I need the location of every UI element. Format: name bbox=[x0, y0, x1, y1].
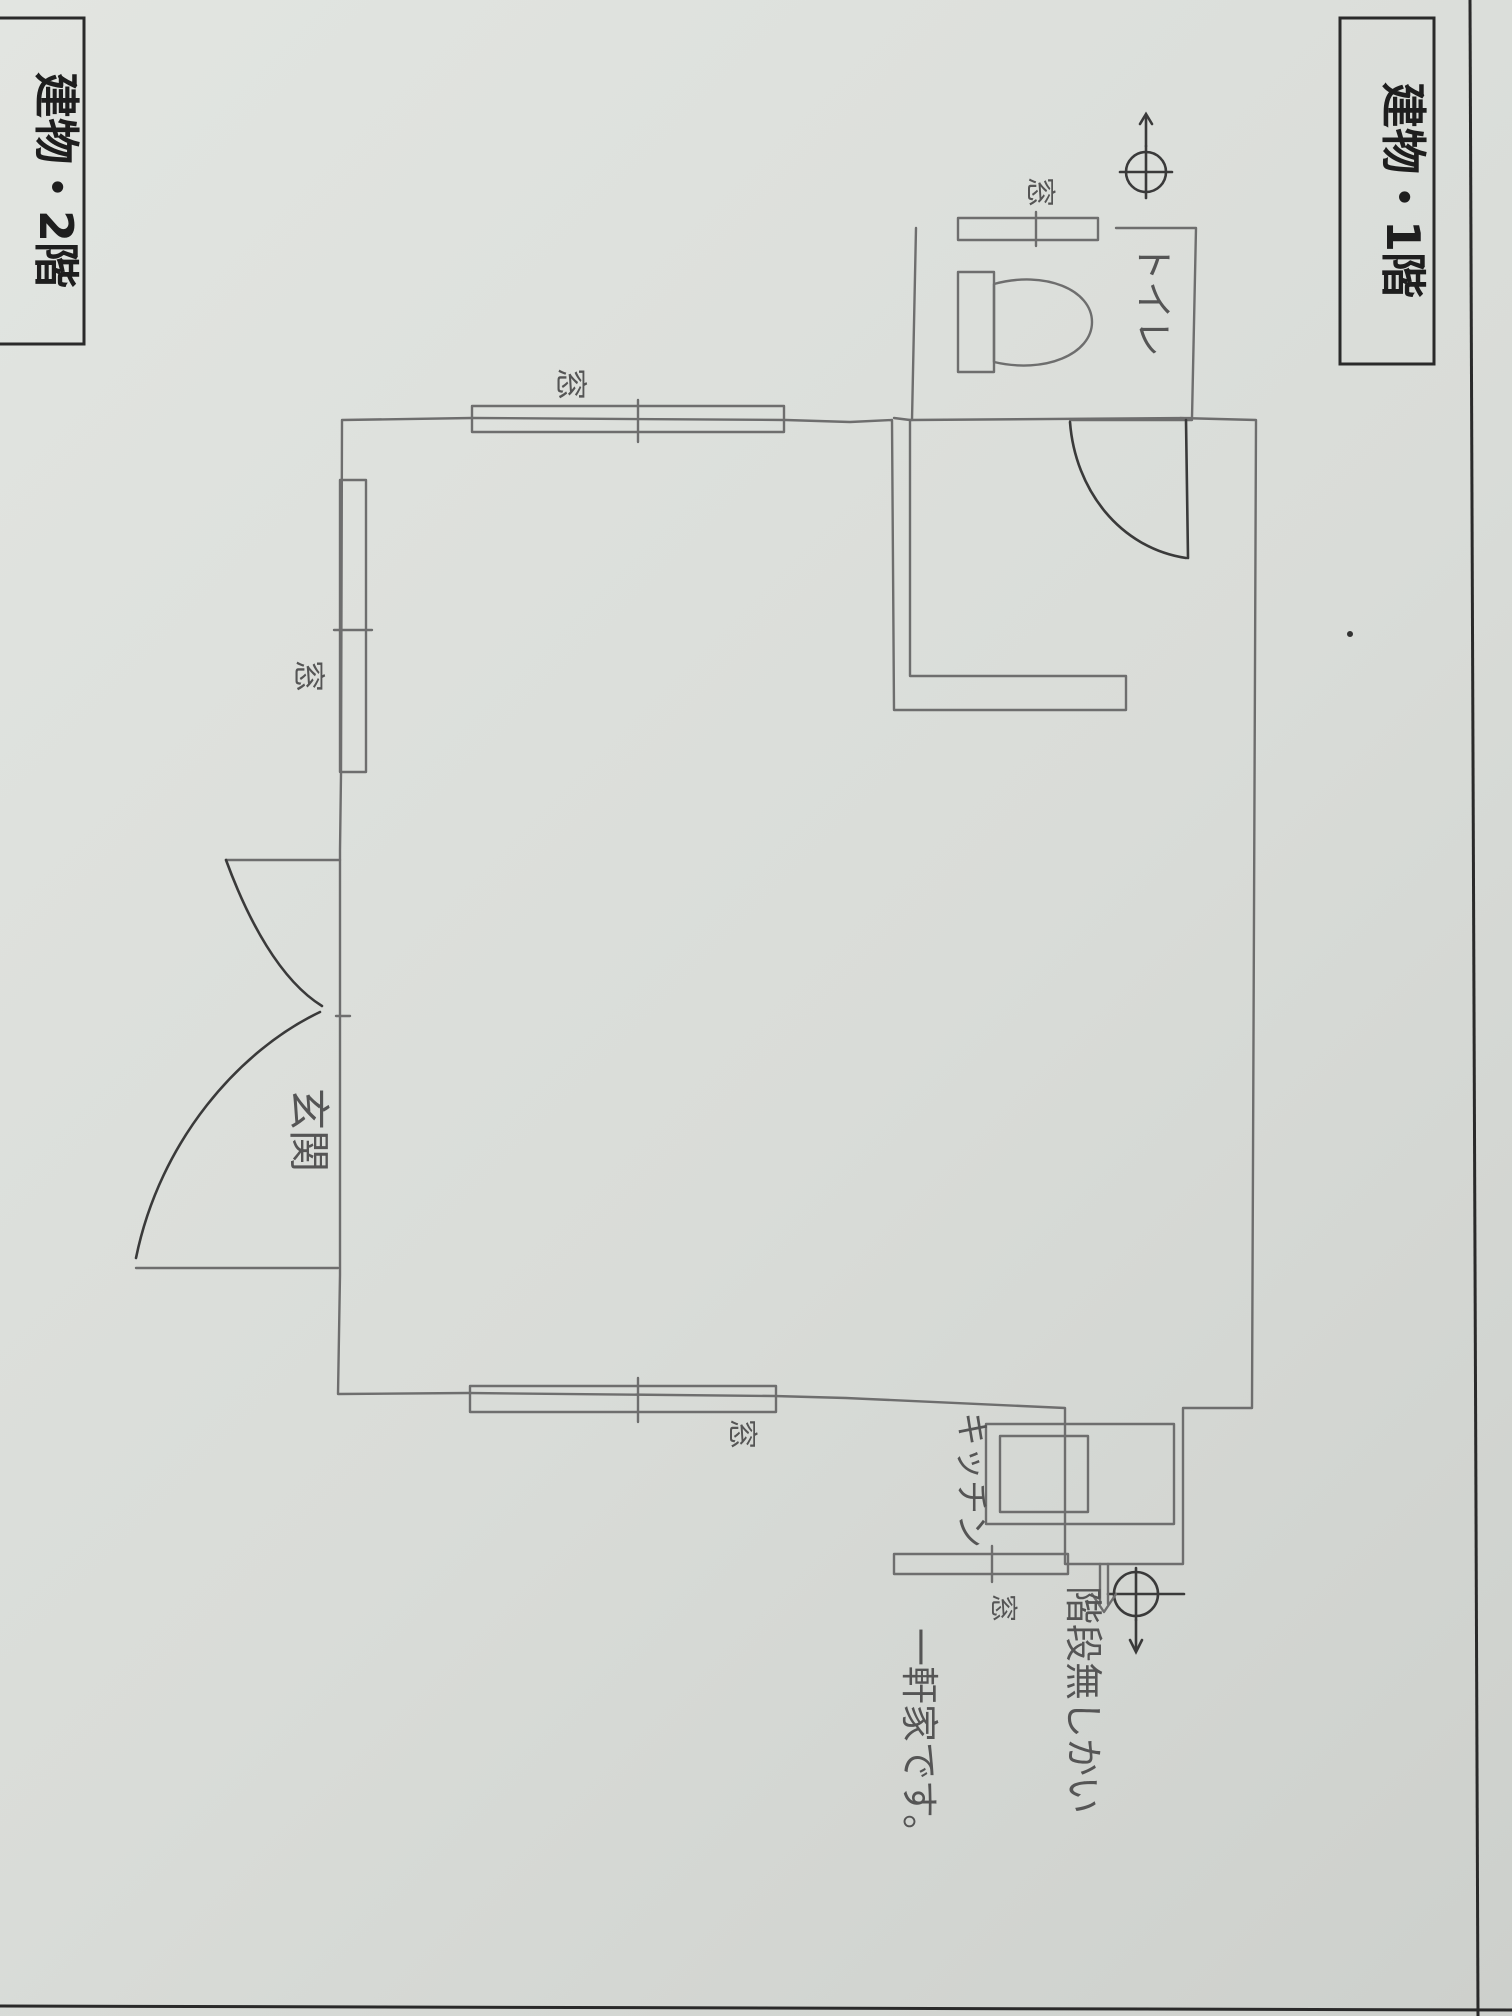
label-window-toilet: 窓 bbox=[1022, 177, 1057, 207]
window-kitchen bbox=[892, 1552, 1070, 1576]
window-bottom bbox=[468, 1384, 778, 1414]
pencil-dot bbox=[1347, 631, 1353, 637]
entrance-door-swing-2 bbox=[134, 1010, 322, 1260]
label-window-bottom: 窓 bbox=[724, 1419, 759, 1449]
label-window-kitchen: 窓 bbox=[987, 1594, 1020, 1622]
window-top bbox=[470, 404, 786, 434]
title-floor1: 建物・1階 bbox=[1376, 82, 1430, 298]
kitchen-counter bbox=[984, 1422, 1176, 1526]
meter-icon-bottom bbox=[1106, 1566, 1186, 1655]
toilet-wall bbox=[910, 226, 918, 422]
title-floor2: 建物・2階 bbox=[29, 72, 83, 288]
note-line-1: 階段無しかい bbox=[1061, 1586, 1105, 1814]
toilet-window bbox=[956, 216, 1100, 242]
entrance-door-swing-1 bbox=[224, 858, 324, 1008]
toilet-door-leaf bbox=[1184, 418, 1190, 560]
window-left bbox=[338, 478, 368, 774]
meter-icon-top bbox=[1118, 111, 1174, 200]
toilet-bowl bbox=[992, 278, 1094, 367]
wall-joint bbox=[892, 416, 912, 422]
page-border-bottom bbox=[0, 2004, 1512, 2012]
label-kitchen: キッチン bbox=[951, 1412, 991, 1548]
title-box-floor2 bbox=[0, 16, 86, 346]
toilet-tank bbox=[956, 270, 996, 374]
label-window-top: 窓 bbox=[552, 368, 590, 400]
title-box-floor1 bbox=[1338, 16, 1436, 366]
label-window-left: 窓 bbox=[290, 660, 328, 692]
toilet-door-swing bbox=[1068, 420, 1188, 560]
note-arrow-icon bbox=[1090, 1562, 1118, 1614]
note-line-2: 一軒家です。 bbox=[897, 1628, 941, 1852]
outer-wall bbox=[336, 226, 1258, 1566]
label-entrance: 玄関 bbox=[284, 1088, 333, 1172]
kitchen-sink bbox=[998, 1434, 1090, 1514]
label-toilet: トイレ bbox=[1131, 243, 1175, 357]
page-border-right bbox=[1468, 0, 1480, 2016]
